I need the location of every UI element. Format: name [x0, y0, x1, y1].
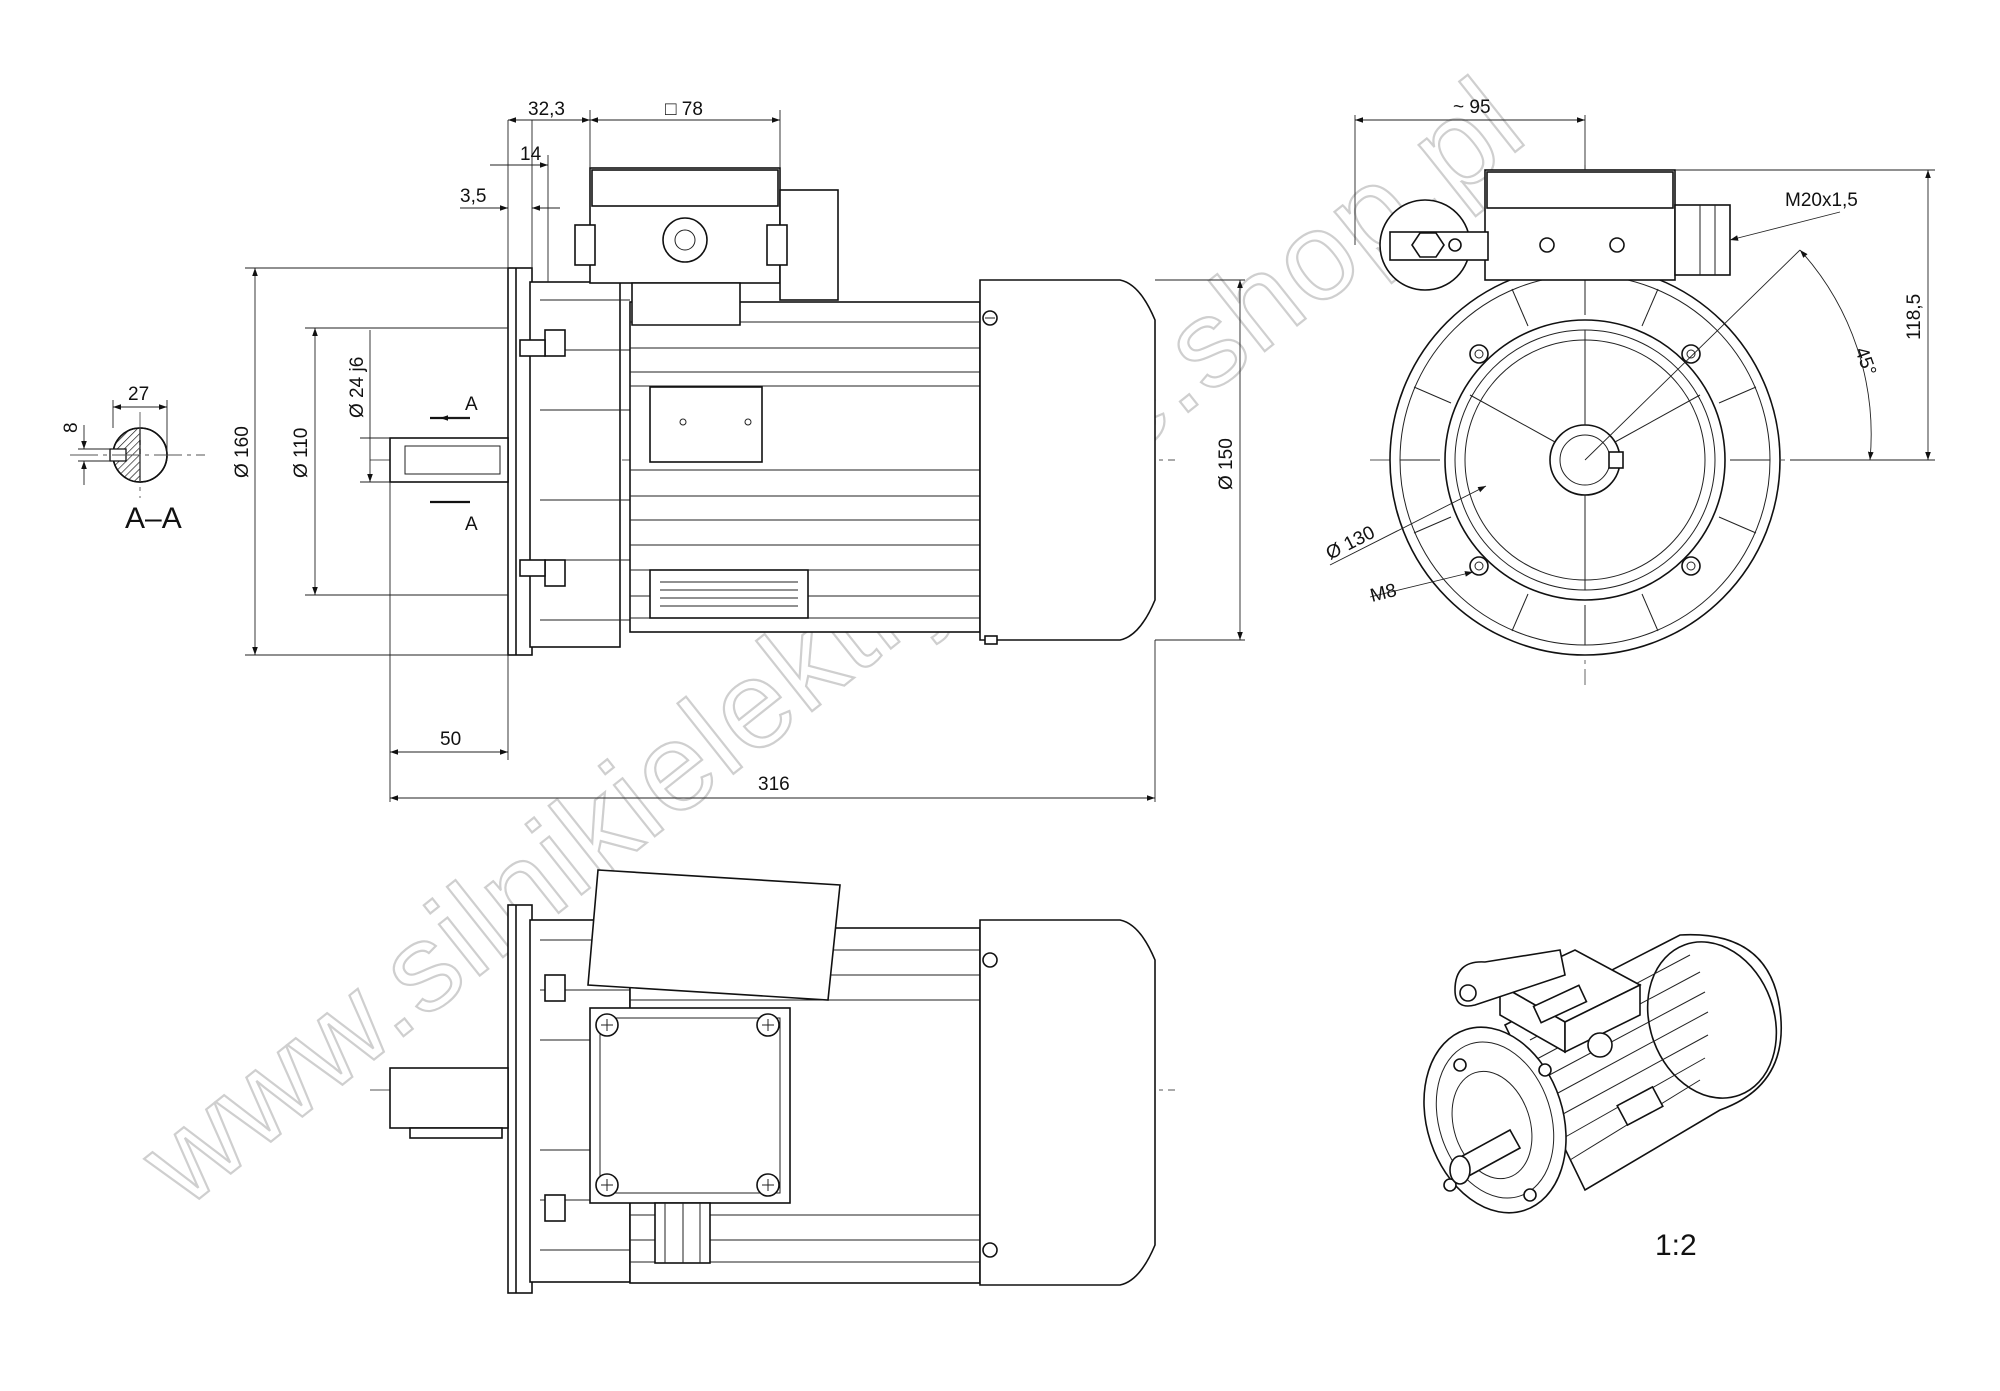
dim-m20: M20x1,5: [1785, 190, 1858, 211]
dim-160: Ø 160: [232, 426, 253, 478]
dim-95: ~ 95: [1453, 97, 1491, 118]
dim-130: Ø 130: [1323, 522, 1379, 564]
cut-mark-a-bottom: A: [465, 514, 478, 535]
dim-78: □ 78: [665, 99, 703, 120]
isometric-view: 1:2: [1423, 933, 1782, 1262]
dim-110: Ø 110: [291, 428, 312, 478]
dim-m8: M8: [1368, 580, 1399, 607]
dim-45: 45°: [1850, 345, 1880, 379]
dim-8: 8: [61, 422, 82, 433]
dim-150: Ø 150: [1216, 438, 1237, 490]
dim-14: 14: [520, 144, 542, 165]
dim-27: 27: [128, 384, 149, 405]
housing-fins: [1400, 275, 1770, 645]
dim-3-5: 3,5: [460, 186, 486, 207]
dim-32-3: 32,3: [528, 99, 565, 120]
section-a-a-view: 27 8 A–A: [61, 384, 205, 535]
side-view: 32,3 □ 78 14 3,5 Ø 160 Ø 110 Ø 24 j6 A A…: [232, 99, 1245, 802]
dim-118-5: 118,5: [1904, 294, 1925, 340]
dim-316: 316: [758, 774, 790, 795]
section-label: A–A: [125, 502, 182, 535]
dim-50: 50: [440, 729, 461, 750]
front-view: ~ 95 118,5 M20x1,5 45° Ø 130 M8: [1323, 97, 1935, 685]
scale-label: 1:2: [1655, 1229, 1697, 1262]
dim-24j6: Ø 24 j6: [347, 357, 368, 418]
cut-mark-a-top: A: [465, 394, 478, 415]
top-view: [370, 869, 1175, 1294]
